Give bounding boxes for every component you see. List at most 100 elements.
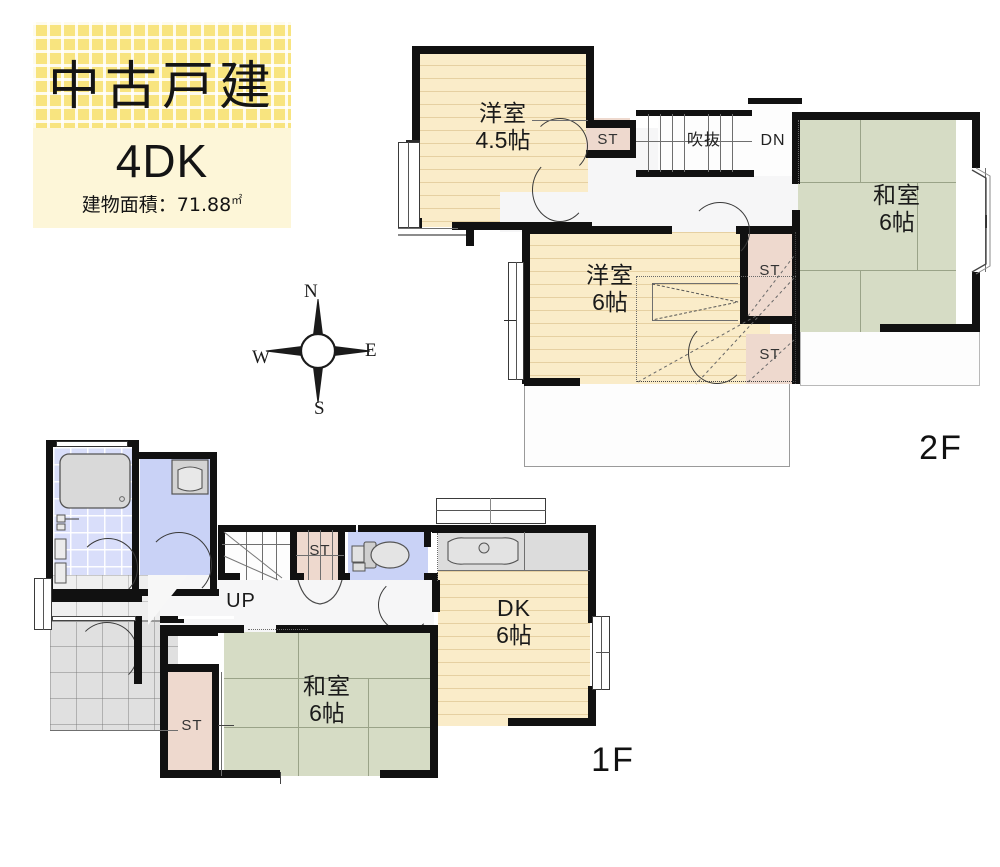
wall: [636, 110, 752, 116]
vanity-sink-icon: [171, 459, 209, 495]
room-label-2f-japanese-6: 和室 6帖: [873, 182, 921, 236]
wall: [740, 226, 748, 322]
tatami-seam: [798, 270, 956, 271]
compass-icon: [265, 298, 371, 404]
window-tick: [596, 652, 610, 654]
roof-area-right-2f: [800, 330, 980, 386]
door-swing-arc: [690, 202, 750, 260]
counter-edge: [438, 570, 590, 571]
stairs-down-area-2f: [748, 104, 798, 176]
wall: [430, 625, 438, 777]
checker-pattern-band: [33, 22, 291, 128]
stair-tread: [708, 114, 709, 172]
bathtub-icon: [59, 453, 131, 509]
wall: [522, 226, 530, 384]
room-label-1f-japanese-6: 和室 6帖: [303, 673, 351, 727]
storage-2f-mid: [746, 230, 794, 318]
storage-1f-japanese: [166, 672, 218, 778]
floor-plan-2f: 洋室 4.5帖 洋室 6帖 和室 6帖 ST ST ST 吹抜 DN 2F: [398, 46, 991, 467]
stair-tread: [262, 532, 263, 580]
wall: [210, 452, 217, 596]
compass-label-west: W: [252, 347, 270, 368]
stair-tread: [732, 114, 733, 172]
floor-label-2f: 2F: [919, 429, 963, 467]
compass-label-south: S: [314, 398, 325, 419]
building-area-value: 建物面積：71.88: [81, 194, 232, 216]
storage-shelf-line: [296, 555, 344, 556]
wall: [792, 112, 800, 184]
storage-door-diagonal: [747, 339, 795, 383]
room-2f-japanese-6: [798, 120, 956, 332]
wall-thin: [398, 234, 466, 236]
wall: [522, 226, 672, 234]
closet-line: [636, 276, 637, 382]
wall: [134, 616, 142, 684]
furniture-outline: [652, 320, 738, 321]
kitchen-sink-icon: [447, 537, 519, 565]
tatami-seam: [917, 182, 918, 270]
window: [398, 142, 420, 228]
tatami-seam: [224, 678, 436, 679]
wall: [166, 632, 218, 636]
storage-label-1f-hall: ST: [309, 542, 331, 559]
door-swing-arc: [78, 538, 138, 598]
wall: [160, 616, 184, 623]
room-label-1f-dk: DK 6帖: [496, 595, 532, 649]
door-tick: [218, 725, 234, 727]
door-swing-arc: [688, 322, 746, 384]
room-label-2f-western-6: 洋室 6帖: [586, 262, 634, 316]
closet-line: [795, 232, 796, 384]
door-tick: [280, 772, 282, 784]
wall: [424, 573, 438, 580]
storage-label-2f-mid: ST: [759, 262, 781, 279]
door-swing-arc: [378, 578, 432, 632]
bath-faucet-icon: [56, 514, 79, 531]
window-mullion: [408, 142, 409, 228]
window-tick: [504, 320, 516, 322]
sliding-door-symbol: [651, 283, 739, 321]
entrance-step-shape: [148, 575, 188, 625]
wall: [132, 440, 139, 596]
storage-2f-low: [746, 334, 794, 384]
tatami-seam: [798, 182, 956, 183]
wall: [380, 770, 438, 778]
closet-line: [636, 276, 796, 277]
wall: [290, 573, 304, 580]
wall: [466, 222, 474, 246]
stair-tread: [660, 114, 661, 172]
wall: [424, 525, 431, 547]
wall: [46, 596, 142, 602]
storage-label-2f-low: ST: [759, 346, 781, 363]
wall-thin: [178, 616, 234, 619]
door-swing-arc: [146, 532, 212, 598]
open-to-below-2f: [658, 114, 748, 176]
tatami-seam: [298, 678, 299, 776]
plan-type-label: 4DK: [115, 135, 209, 187]
wall: [218, 573, 240, 580]
wall: [972, 272, 980, 330]
wall: [748, 98, 802, 104]
tatami-seam: [860, 270, 861, 332]
compass-label-north: N: [304, 281, 318, 302]
wall: [432, 580, 440, 612]
room-1f-japanese-6: [224, 632, 436, 776]
window-mullion: [516, 262, 517, 380]
stair-tread: [246, 532, 247, 580]
entrance-outline: [50, 730, 178, 731]
wall: [139, 452, 217, 459]
tatami-seam: [298, 632, 299, 678]
wall: [792, 318, 800, 384]
wall: [588, 686, 596, 726]
stair-tread: [720, 114, 721, 172]
wall: [588, 525, 596, 623]
wall: [46, 440, 53, 596]
wall: [338, 573, 350, 580]
wall: [586, 150, 636, 158]
tatami-seam: [224, 727, 436, 728]
wall: [218, 525, 225, 580]
wall: [586, 120, 636, 128]
bay-window-2f: [971, 167, 991, 275]
wall: [160, 770, 280, 778]
wall: [160, 625, 244, 633]
wall: [736, 226, 798, 234]
